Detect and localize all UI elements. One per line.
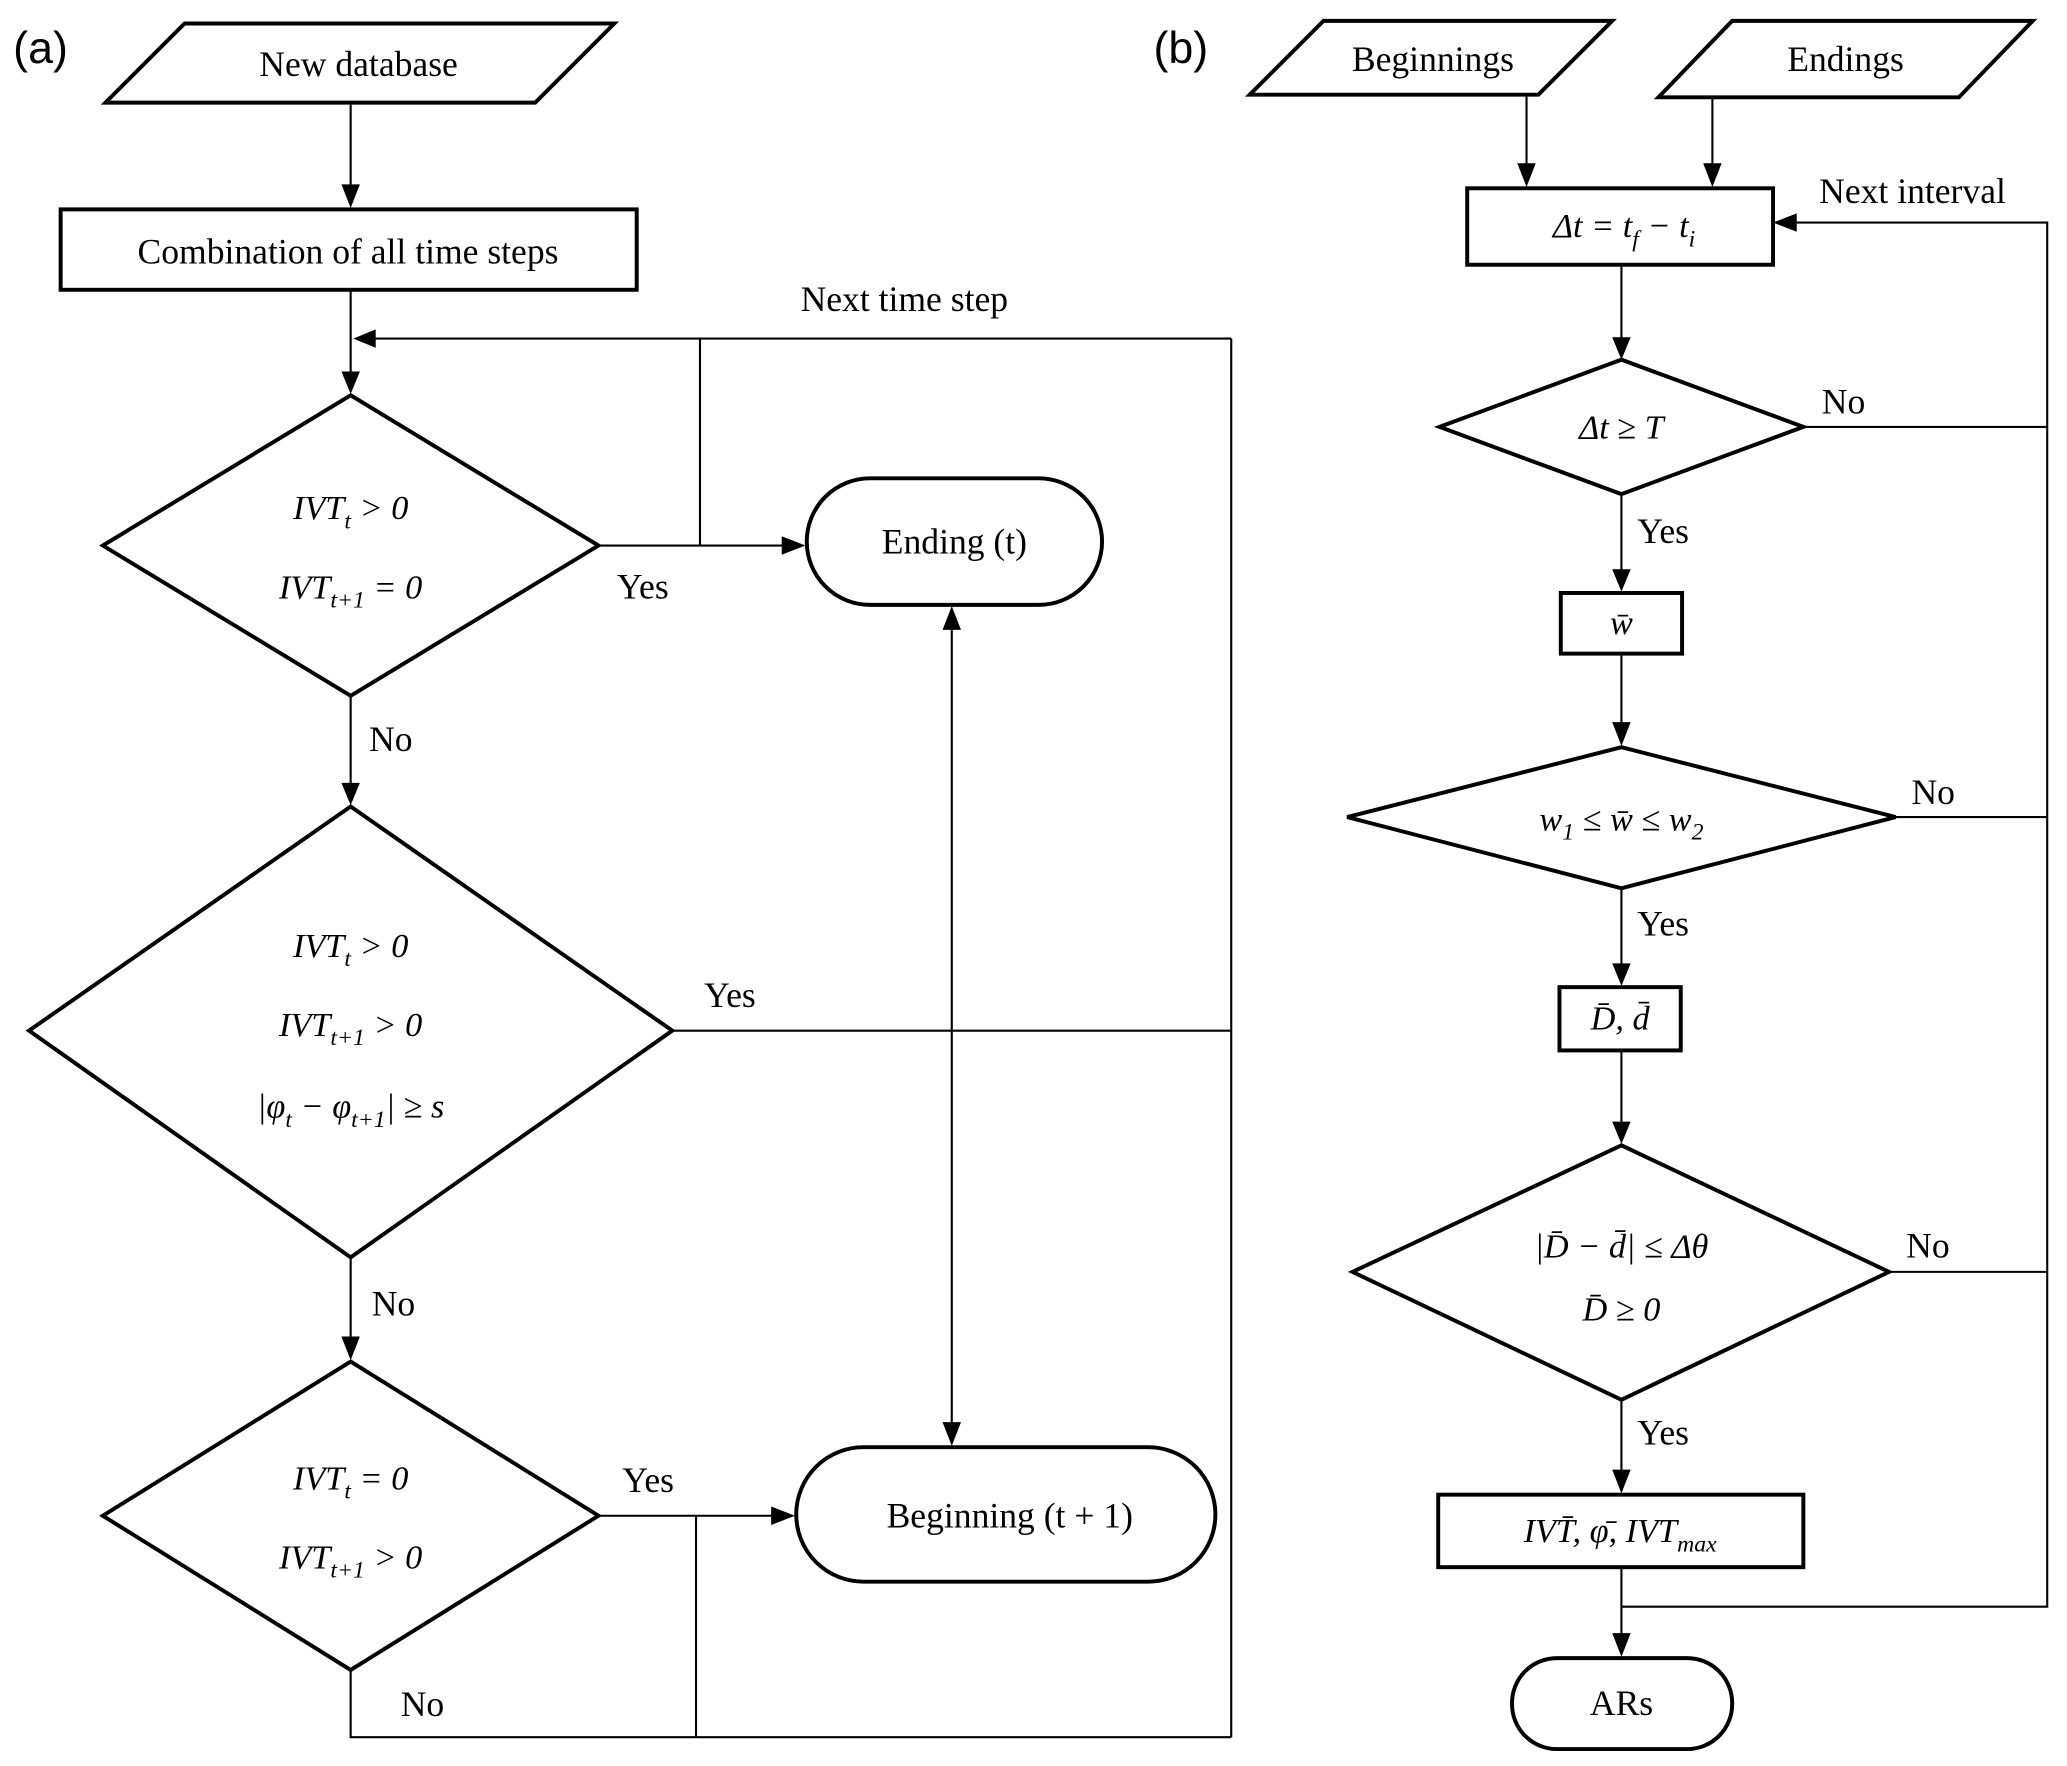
arrow-head — [1773, 213, 1797, 232]
loop-label-next-time-step: Next time step — [801, 279, 1009, 319]
input-beginnings-label: Beginnings — [1352, 39, 1514, 79]
input-beginnings — [1244, 18, 1617, 97]
arrow-head — [1612, 1469, 1631, 1494]
terminal-ars-label: ARs — [1590, 1683, 1653, 1723]
decision-direction-line1: |D̄ − d̄| ≤ Δθ — [1535, 1227, 1709, 1265]
decision-1 — [99, 392, 603, 699]
decision-1-no-label: No — [369, 719, 412, 759]
terminal-beginning-label: Beginning (t + 1) — [887, 1496, 1133, 1536]
decision-3 — [99, 1359, 603, 1673]
process-output-variables-label: IVT̄, φ̄, IVTmax​ — [1523, 1512, 1717, 1557]
terminal-ending-label: Ending (t) — [882, 521, 1027, 561]
decision-2-yes-label: Yes — [704, 975, 756, 1015]
process-D-d-mean — [1557, 985, 1683, 1053]
decision-1-line2: IVTt+1​ = 0 — [278, 568, 422, 613]
process-w-mean — [1558, 591, 1685, 656]
decision-2-line1: IVTt​ > 0 — [292, 927, 408, 972]
decision-2-no-label: No — [372, 1283, 415, 1323]
decision-3-line2: IVTt+1​ > 0 — [278, 1538, 422, 1583]
panel-a-label: (a) — [13, 23, 68, 73]
decision-direction — [1347, 1143, 1894, 1402]
arrow-head — [341, 184, 360, 209]
decision-1-line1: IVTt​ > 0 — [292, 489, 408, 534]
arrow-head — [1612, 569, 1631, 592]
arrow-head — [353, 329, 376, 348]
process-w-mean-label: w̄ — [1610, 604, 1633, 642]
process-delta-t-label: Δt = tf​ − ti​ — [1551, 207, 1695, 252]
arrow-head — [771, 1506, 795, 1525]
decision-2-line2: IVTt+1​ > 0 — [278, 1006, 422, 1051]
arrow-head — [1517, 163, 1536, 187]
decision-3-no-label: No — [401, 1684, 444, 1724]
arrow-head — [942, 606, 961, 630]
decision-w-range-no-label: No — [1911, 772, 1954, 812]
arrow-head — [341, 1336, 360, 1361]
process-D-d-mean-label: D̄, d̄ — [1590, 999, 1651, 1037]
decision-direction-yes-label: Yes — [1637, 1413, 1689, 1453]
decision-2-line3: |φt​ − φt+1​| ≥ s — [257, 1088, 444, 1133]
decision-w-range-yes-label: Yes — [1637, 904, 1689, 944]
decision-direction-line2: D̄ ≥ 0 — [1582, 1291, 1661, 1329]
arrow-head — [341, 371, 360, 394]
arrow-head — [1612, 337, 1631, 360]
terminal-ars — [1510, 1656, 1735, 1752]
arrow-head — [1703, 163, 1722, 187]
arrow-head — [1612, 1633, 1631, 1657]
arrow-head — [1612, 963, 1631, 986]
process-combination-label: Combination of all time steps — [138, 231, 559, 271]
decision-3-yes-label: Yes — [622, 1460, 674, 1500]
process-delta-t — [1465, 186, 1776, 267]
decision-direction-no-label: No — [1906, 1225, 1949, 1265]
loop-line — [1621, 221, 2049, 1608]
panel-b-label: (b) — [1153, 23, 1208, 73]
decision-delta-t-no-label: No — [1822, 382, 1865, 422]
arrow-head — [942, 1422, 961, 1446]
arrow-head — [781, 536, 806, 555]
input-new-database — [100, 21, 620, 105]
arrow-head — [1612, 722, 1631, 746]
input-endings — [1653, 18, 2038, 100]
arrow-head — [1612, 1121, 1631, 1145]
input-endings-label: Endings — [1787, 39, 1904, 79]
process-combination — [58, 207, 639, 292]
decision-delta-t-label: Δt ≥ T — [1577, 409, 1667, 447]
decision-w-range-label: w1​ ≤ w̄ ≤ w2​ — [1539, 800, 1703, 845]
decision-3-line1: IVTt​ = 0 — [292, 1459, 408, 1504]
arrow-head — [341, 782, 360, 806]
input-new-database-label: New database — [259, 44, 458, 84]
decision-delta-t-yes-label: Yes — [1637, 511, 1689, 551]
decision-1-yes-label: Yes — [617, 566, 669, 606]
terminal-ending — [804, 476, 1105, 607]
loop-label-next-interval: Next interval — [1819, 171, 2006, 211]
connector-no — [349, 1669, 1232, 1739]
terminal-beginning — [794, 1445, 1218, 1584]
